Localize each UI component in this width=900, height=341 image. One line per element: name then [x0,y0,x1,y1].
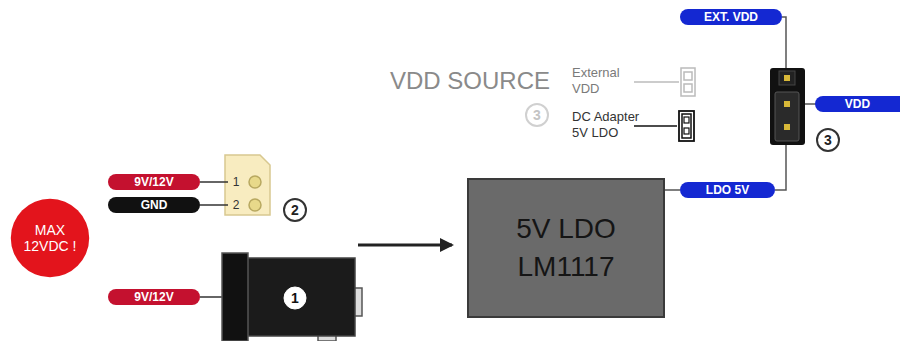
signal-pill: GND [108,197,200,213]
terminal-block [200,155,270,215]
callout-number: 1 [291,290,299,307]
signal-name: GND [141,197,168,213]
option-label: DC Adapter 5V LDO [572,109,646,140]
connector-line [665,189,680,191]
jumper-wires [775,17,816,190]
callout-number: 3 [824,132,832,149]
header-icon [634,111,694,141]
signal-name: LDO 5V [706,182,749,198]
callout-circle [817,129,839,151]
signal-name: 9V/12V [134,289,173,305]
header-icon [634,68,695,96]
flow-arrow [358,244,452,247]
signal-pill: 9V/12V [108,289,200,305]
badge-circle [11,199,89,277]
warning-text: MAX 12VDC ! [22,222,78,254]
dc-jack [200,253,362,341]
warning-badge: MAX 12VDC ! [10,198,90,278]
callout-number: 2 [291,202,299,219]
callout-circle [526,104,548,126]
signal-name: 9V/12V [134,174,173,190]
regulator-box: 5V LDOLM1117 [467,178,665,318]
option-label: External VDD [572,65,636,96]
signal-name: EXT. VDD [704,9,758,25]
pin-number: 2 [233,198,240,212]
part-name: 5V LDO [516,210,616,248]
callout-circle [284,199,306,221]
signal-pill: VDD [815,96,900,112]
signal-pill: EXT. VDD [680,9,782,25]
section-title: VDD SOURCE [390,67,550,96]
pin-number: 1 [233,175,240,189]
signal-pill: 9V/12V [108,174,200,190]
callout-number: 3 [533,107,541,124]
part-name: LM1117 [517,248,614,286]
jumper [770,68,805,145]
signal-pill: LDO 5V [680,182,775,198]
signal-name: VDD [845,96,870,112]
